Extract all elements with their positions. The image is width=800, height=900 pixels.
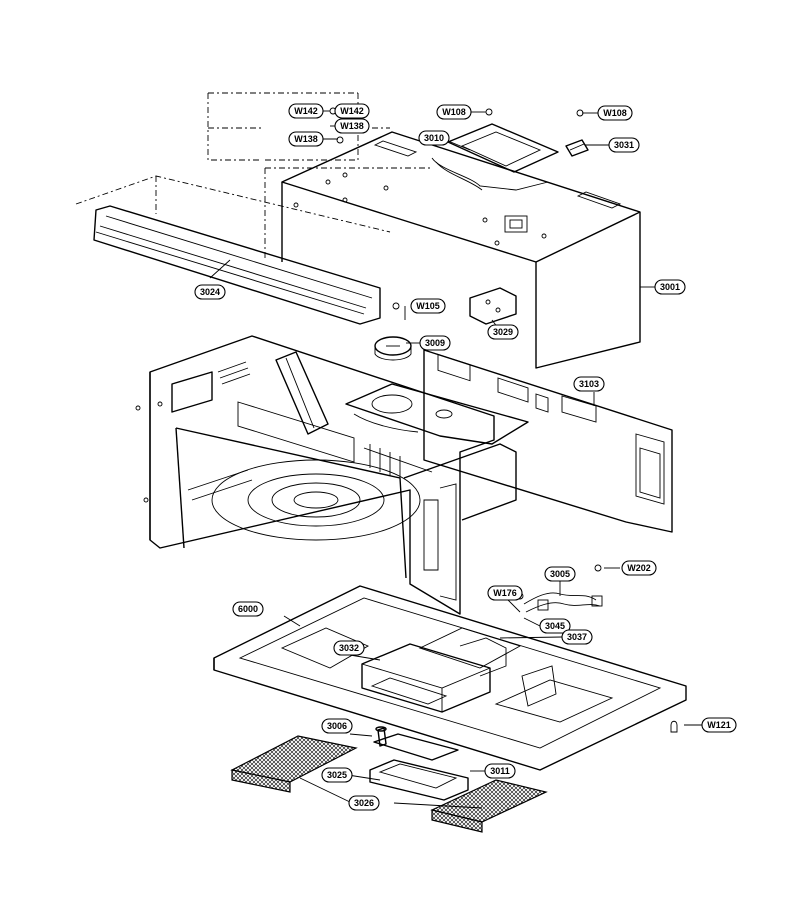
- svg-text:W138: W138: [294, 134, 318, 144]
- pcb-3103: [423, 349, 673, 533]
- callout-3011: 3011: [484, 763, 516, 779]
- svg-text:3103: 3103: [579, 379, 599, 389]
- callout-3026: 3026: [348, 795, 380, 811]
- svg-text:W121: W121: [707, 720, 731, 730]
- callout-3032: 3032: [333, 640, 365, 656]
- callout-3045: 3045: [539, 618, 571, 634]
- callout-w108-right: W108: [597, 105, 633, 121]
- callout-3005: 3005: [544, 566, 576, 582]
- screw-3006: [375, 726, 387, 747]
- plate-3029: [469, 287, 517, 325]
- grease-filter-right-3026: [430, 779, 548, 833]
- callout-w138-right: W138: [334, 118, 370, 134]
- svg-text:3025: 3025: [327, 770, 347, 780]
- callout-tags: W142 W142 W138 W138 W108 W108 3010 3031 …: [194, 103, 737, 811]
- svg-text:3010: 3010: [424, 133, 444, 143]
- oven-cavity-chassis: [135, 335, 529, 615]
- callout-w142-left: W142: [288, 103, 324, 119]
- callout-3006: 3006: [321, 718, 353, 734]
- svg-text:3001: 3001: [660, 282, 680, 292]
- svg-text:3005: 3005: [550, 569, 570, 579]
- callout-3029: 3029: [487, 324, 519, 340]
- callout-w121: W121: [701, 717, 737, 733]
- svg-text:3032: 3032: [339, 643, 359, 653]
- outer-case-3001: [264, 131, 641, 369]
- callout-3024: 3024: [194, 284, 226, 300]
- svg-text:W108: W108: [442, 107, 466, 117]
- callout-3103: 3103: [573, 376, 605, 392]
- svg-text:6000: 6000: [238, 604, 258, 614]
- svg-text:3026: 3026: [354, 798, 374, 808]
- callout-w142-right: W142: [334, 103, 370, 119]
- svg-text:3006: 3006: [327, 721, 347, 731]
- filter-holder-3011: [369, 733, 469, 801]
- svg-text:W142: W142: [294, 106, 318, 116]
- motor-3009: [374, 336, 412, 361]
- clip-3031: [565, 139, 589, 157]
- callout-3001: 3001: [654, 279, 686, 295]
- callout-w108-left: W108: [436, 104, 472, 120]
- callout-3031: 3031: [608, 137, 640, 153]
- svg-text:W108: W108: [603, 108, 627, 118]
- svg-text:3009: 3009: [425, 338, 445, 348]
- svg-text:W176: W176: [493, 588, 517, 598]
- callout-w176: W176: [487, 585, 523, 601]
- callout-w105: W105: [410, 298, 446, 314]
- callout-w138-left: W138: [288, 131, 324, 147]
- svg-text:3037: 3037: [567, 632, 587, 642]
- callout-3037: 3037: [561, 629, 593, 645]
- svg-text:3011: 3011: [490, 766, 510, 776]
- svg-text:W142: W142: [340, 106, 364, 116]
- svg-text:3029: 3029: [493, 327, 513, 337]
- callout-6000: 6000: [232, 601, 264, 617]
- svg-text:W105: W105: [416, 301, 440, 311]
- assembly-reference-box: [207, 92, 390, 161]
- svg-text:W138: W138: [340, 121, 364, 131]
- callout-w202: W202: [621, 560, 657, 576]
- top-bracket-3010: [431, 123, 559, 191]
- svg-text:W202: W202: [627, 563, 651, 573]
- svg-text:3031: 3031: [614, 140, 634, 150]
- svg-text:3045: 3045: [545, 621, 565, 631]
- callout-3010: 3010: [418, 130, 450, 146]
- base-plate-6000: [213, 585, 687, 771]
- svg-text:3024: 3024: [200, 287, 220, 297]
- callout-3009: 3009: [419, 335, 451, 351]
- callout-3025: 3025: [321, 767, 353, 783]
- front-grille-3024: [75, 175, 391, 325]
- grease-filter-left-3026: [230, 735, 358, 793]
